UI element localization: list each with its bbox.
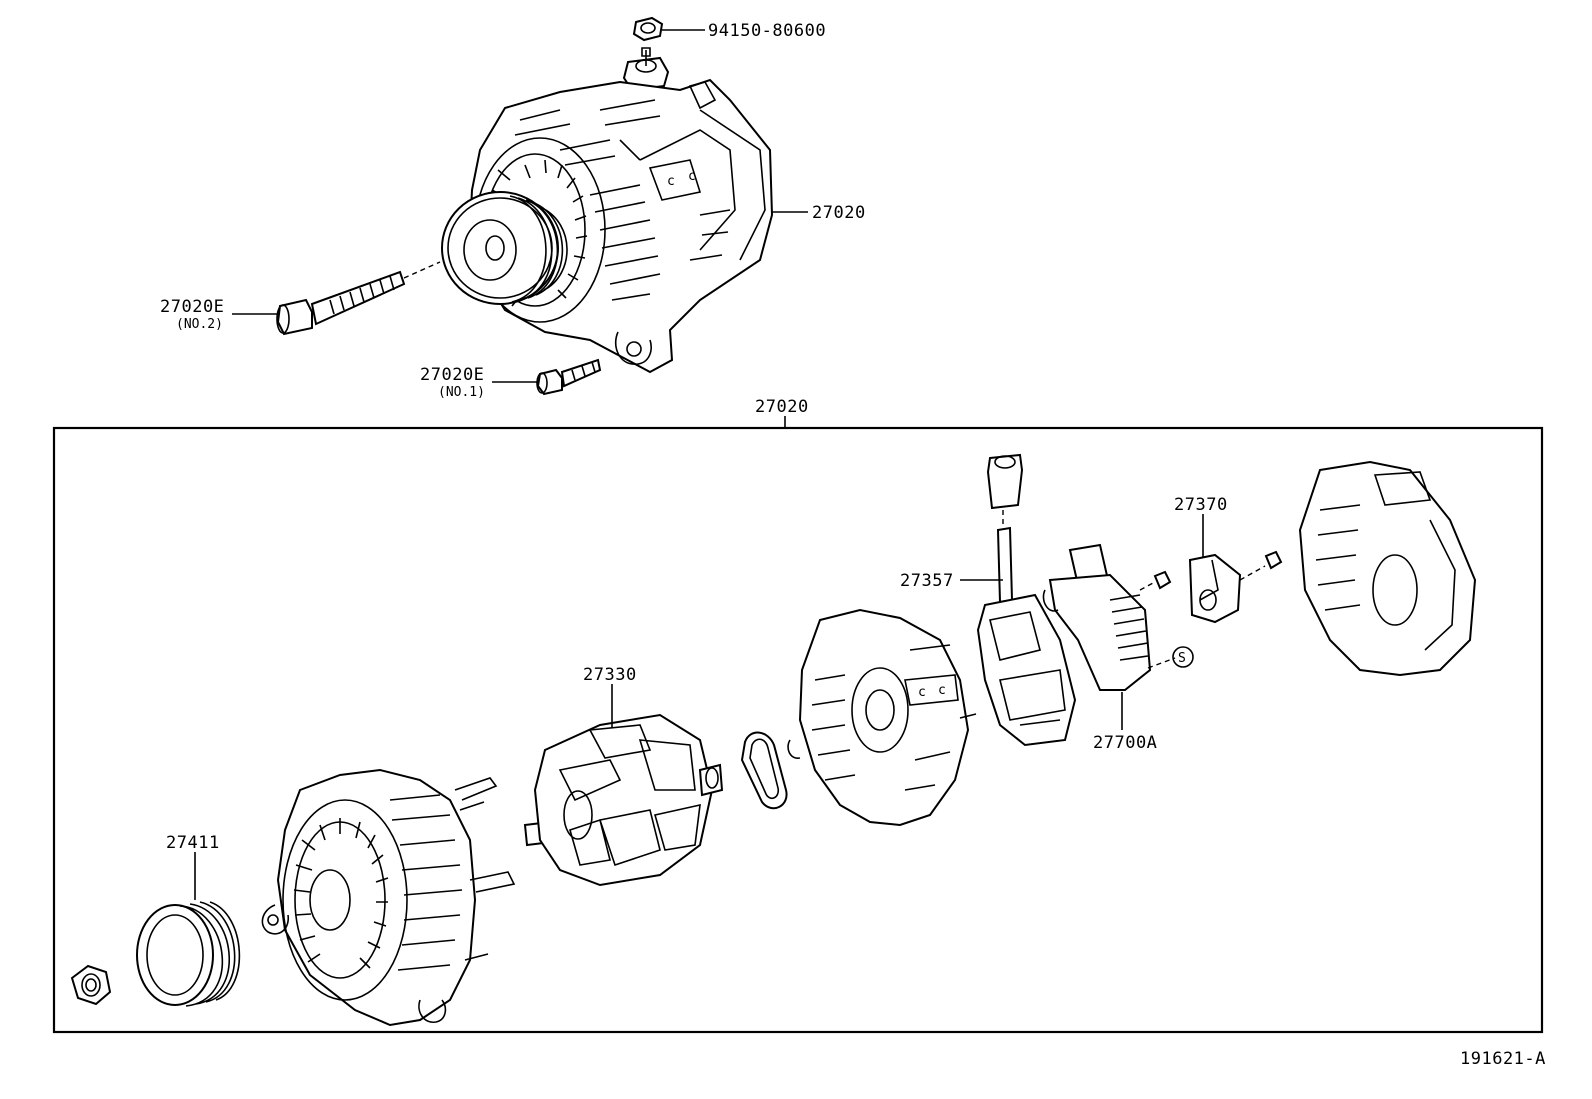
label-regulator-part-number: 27700A — [1093, 733, 1157, 753]
label-bolt-no1-note: (NO.1) — [438, 385, 485, 400]
label-brush-holder-part-number: 27357 — [900, 571, 954, 591]
label-alternator-part-number: 27020 — [812, 203, 866, 223]
regulator-part[interactable] — [1042, 543, 1176, 691]
cover-screw-part[interactable] — [1264, 550, 1283, 570]
pulley-27411-part[interactable] — [136, 901, 241, 1007]
exploded-view-frame — [52, 426, 1544, 1034]
brush-holder-part[interactable] — [976, 453, 1077, 747]
alternator-housing[interactable]: c c — [468, 78, 774, 374]
label-rotor-part-number: 27330 — [583, 665, 637, 685]
pulley-nut-part[interactable] — [70, 964, 112, 1006]
regulator-cover-part[interactable] — [1188, 553, 1266, 624]
alternator-pulley[interactable] — [441, 191, 568, 305]
label-nut-part-number: 94150-80600 — [708, 21, 826, 41]
drive-end-frame-part[interactable] — [261, 768, 516, 1027]
alternator-assembly-drawing: c c — [232, 16, 808, 396]
rear-end-cover-part[interactable] — [1298, 460, 1477, 677]
bolt-no1-part[interactable] — [536, 358, 602, 396]
bolt-no2-part[interactable] — [276, 261, 441, 336]
svg-text:c: c — [667, 174, 675, 189]
svg-text:c: c — [688, 169, 696, 184]
label-bolt-no1-part-number: 27020E — [420, 365, 484, 385]
label-regulator-cover-part-number: 27370 — [1174, 495, 1228, 515]
standard-part-symbol: S — [1172, 646, 1194, 668]
rectifier-end-frame-part[interactable]: c c — [787, 608, 977, 827]
svg-text:c: c — [918, 685, 926, 700]
label-pulley-part-number: 27411 — [166, 833, 220, 853]
retainer-ring-part[interactable] — [740, 731, 788, 810]
svg-text:S: S — [1178, 651, 1186, 666]
diagram-reference-code: 191621-A — [1460, 1049, 1546, 1069]
label-bolt-no2-note: (NO.2) — [176, 317, 223, 332]
svg-text:c: c — [938, 683, 946, 698]
rotor-part[interactable] — [523, 713, 724, 887]
regulator-screw-part[interactable] — [1153, 570, 1172, 590]
top-nut-part[interactable] — [632, 16, 664, 42]
label-frame-group-part-number: 27020 — [755, 397, 809, 417]
label-bolt-no2-part-number: 27020E — [160, 297, 224, 317]
